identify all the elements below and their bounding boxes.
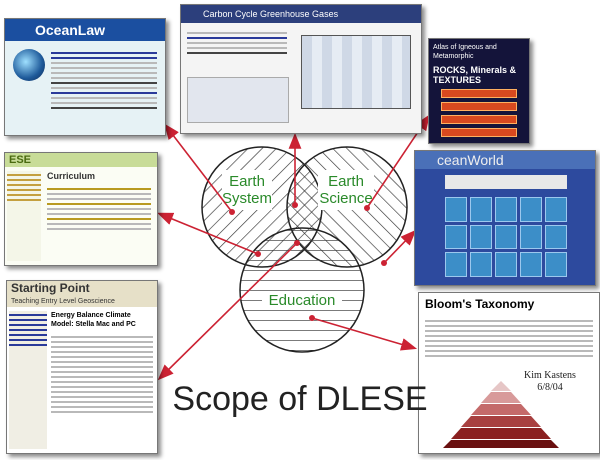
- atlas-subtitle: ROCKS, Minerals & TEXTURES: [433, 65, 517, 85]
- atlas-menu-bar-1: [441, 89, 517, 98]
- thumbnail-starting-point[interactable]: Starting Point Teaching Entry Level Geos…: [6, 280, 158, 454]
- starting-subtitle: Teaching Entry Level Geoscience: [11, 298, 115, 305]
- starting-sidebar: [9, 311, 47, 449]
- diagram-caption: Scope of DLESE: [172, 380, 428, 418]
- ese-sidebar: [7, 171, 41, 261]
- carbon-text-block: [187, 29, 287, 57]
- credit-author: Kim Kastens: [524, 370, 576, 381]
- credit-date: 6/8/04: [537, 382, 563, 393]
- atlas-menu-bar-3: [441, 115, 517, 124]
- atlas-menu-bar-2: [441, 102, 517, 111]
- thumbnail-oceanlaw[interactable]: OceanLaw: [4, 18, 166, 136]
- world-map-icon: [301, 35, 411, 109]
- arrow-to-ese: [157, 212, 259, 255]
- bloom-text-block: [425, 317, 593, 360]
- arrow-to-oceanlaw: [164, 123, 233, 213]
- arrow-origin-intersect-left: [255, 251, 261, 257]
- label-bg-education: [262, 291, 342, 309]
- credit-block: Kim Kastens 6/8/04: [524, 370, 576, 394]
- oceanworld-title: ceanWorld: [415, 151, 595, 169]
- arrow-origin-top: [292, 202, 298, 208]
- ese-heading: Curriculum: [47, 171, 96, 181]
- starting-text-block: [51, 333, 153, 416]
- starting-article-title: Energy Balance Climate Model: Stella Mac…: [51, 312, 136, 328]
- starting-title: Starting Point: [11, 281, 90, 295]
- thumbnail-atlas[interactable]: Atlas of Igneous and Metamorphic ROCKS, …: [428, 38, 530, 144]
- arrow-to-bloom: [311, 317, 418, 351]
- carbon-form-panel: [187, 77, 289, 123]
- arrow-to-starting: [157, 242, 298, 381]
- thumbnail-bloom-taxonomy[interactable]: Bloom's Taxonomy: [418, 292, 600, 454]
- label-education: Education: [269, 292, 336, 309]
- label-bg-earth-system: [222, 170, 272, 210]
- oceanworld-banner: [445, 175, 567, 189]
- oceanlaw-text-block: [51, 49, 157, 112]
- label-earth-science-line2: Science: [319, 190, 372, 207]
- pyramid-icon: [443, 381, 559, 448]
- carbon-title: Carbon Cycle Greenhouse Gases: [181, 5, 421, 23]
- oceanworld-image-grid: [445, 197, 567, 277]
- atlas-menu-bar-4: [441, 128, 517, 137]
- arrow-origin-intersect-right: [381, 260, 387, 266]
- label-earth-system-line2: System: [222, 190, 272, 207]
- starting-header: Starting Point Teaching Entry Level Geos…: [7, 281, 157, 307]
- label-bg-earth-science: [318, 170, 374, 210]
- atlas-title: Atlas of Igneous and Metamorphic: [433, 44, 497, 60]
- arrow-origin-earth-system: [229, 209, 235, 215]
- thumbnail-oceanworld[interactable]: ceanWorld: [414, 150, 596, 286]
- arrow-origin-earth-science: [364, 205, 370, 211]
- ese-text-block: [47, 185, 151, 233]
- arrow-origin-center: [294, 240, 300, 246]
- bloom-title: Bloom's Taxonomy: [425, 297, 535, 311]
- ese-title: ESE: [5, 153, 157, 167]
- label-earth-science-line1: Earth: [328, 173, 364, 190]
- arrow-origin-education: [309, 315, 315, 321]
- oceanlaw-title: OceanLaw: [5, 19, 165, 41]
- thumbnail-ese[interactable]: ESE Curriculum: [4, 152, 158, 266]
- label-earth-system-line1: Earth: [229, 173, 265, 190]
- globe-icon: [13, 49, 45, 81]
- thumbnail-carbon-cycle[interactable]: Carbon Cycle Greenhouse Gases: [180, 4, 422, 134]
- venn-circle-education: [239, 227, 365, 353]
- arrow-to-oceanworld: [383, 229, 417, 264]
